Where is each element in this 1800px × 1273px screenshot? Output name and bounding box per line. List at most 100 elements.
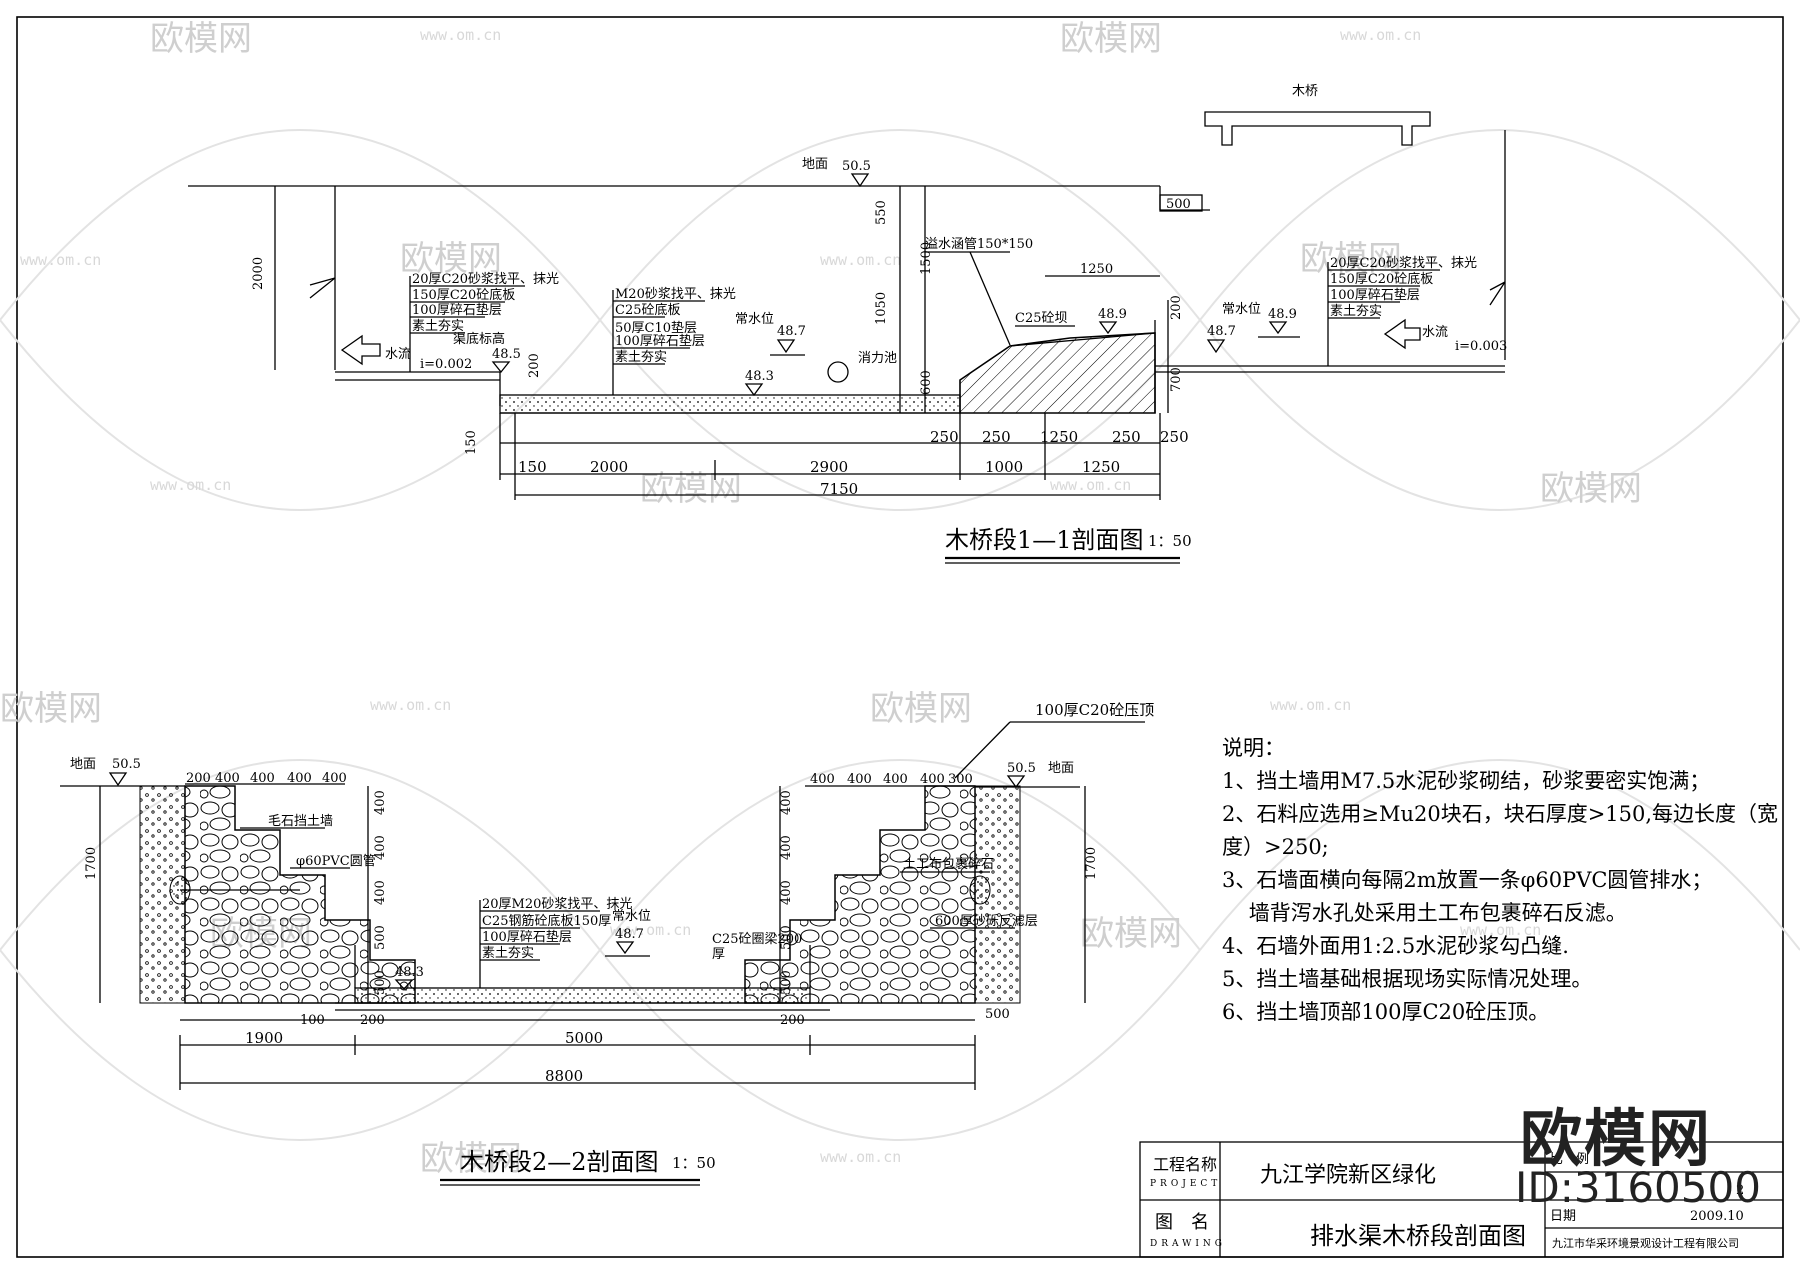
note-item: 墙背泻水孔处采用土工布包裹碎石反滤。 (1222, 901, 1627, 925)
svg-text:素土夯实: 素土夯实 (1330, 304, 1382, 319)
svg-text:400: 400 (373, 880, 388, 905)
svg-text:500: 500 (373, 970, 388, 995)
dim-150-v: 150 (464, 430, 479, 455)
project-label-en: PROJECT (1150, 1179, 1221, 1189)
svg-text:素土夯实: 素土夯实 (482, 946, 534, 961)
dim-1900: 1900 (245, 1029, 283, 1047)
svg-text:100厚碎石垫层: 100厚碎石垫层 (1330, 287, 1420, 303)
svg-text:150厚C20砼底板: 150厚C20砼底板 (412, 287, 515, 303)
dim-600: 600 (919, 370, 934, 395)
water-flow-left: 水流 (385, 347, 411, 362)
note-item: 度）>250; (1222, 835, 1329, 859)
svg-text:400: 400 (847, 772, 872, 787)
dim-500-label: 500 (1166, 197, 1191, 212)
svg-text:欧模网: 欧模网 (420, 1139, 522, 1179)
drawing-label-en: DRAWING (1150, 1239, 1226, 1249)
note-item: 2、石料应选用≥Mu20块石，块石厚度>150,每边长度（宽 (1222, 802, 1779, 826)
svg-text:250: 250 (1160, 428, 1189, 446)
bottom-dims: 100 200 200 500 (300, 1007, 1010, 1028)
svg-text:400: 400 (779, 790, 794, 815)
svg-text:500: 500 (779, 925, 794, 950)
dim-1050: 1050 (874, 292, 889, 325)
dim-700: 700 (1169, 367, 1184, 392)
section2-title: 木桥段2—2剖面图 (460, 1148, 659, 1176)
svg-text:100厚碎石垫层: 100厚碎石垫层 (615, 333, 705, 349)
svg-text:100: 100 (300, 1013, 325, 1028)
svg-text:www.om.cn: www.om.cn (1340, 26, 1421, 44)
spillway-label: 消力池 (858, 351, 897, 366)
svg-text:2000: 2000 (590, 458, 628, 476)
c25-dam-label: C25砼坝 (1015, 311, 1068, 326)
title-block: 工程名称 PROJECT 九江学院新区绿化 图 名 DRAWING 排水渠木桥段… (1139, 1141, 1784, 1258)
svg-text:50厚C10垫层: 50厚C10垫层 (615, 320, 697, 336)
svg-text:300: 300 (948, 772, 973, 787)
top-dims-left: 200 400 400 400 400 (186, 771, 347, 786)
date-label: 日期 (1550, 1209, 1576, 1224)
geotextile-label: 土工布包裹碎石 (903, 857, 994, 872)
svg-text:500: 500 (779, 970, 794, 995)
svg-text:200: 200 (780, 1013, 805, 1028)
svg-text:400: 400 (779, 880, 794, 905)
c25-beam-label: C25砼圈梁200 (712, 932, 802, 947)
ground-right: 地面 (1048, 761, 1074, 776)
layer-callout-left: 20厚C20砂浆找平、抹光 150厚C20砼底板 100厚碎石垫层 素土夯实 (409, 272, 559, 372)
svg-text:1250: 1250 (1040, 428, 1078, 446)
top-dims-right: 400 400 400 400 300 (810, 772, 973, 787)
dims-row-1: 250 250 1250 250 250 (930, 428, 1189, 446)
svg-text:2900: 2900 (810, 458, 848, 476)
section-1-drawing: 木桥 地面 50.5 500 2000 550 (188, 84, 1507, 564)
svg-text:250: 250 (1112, 428, 1141, 446)
normal-level-label: 常水位 (612, 909, 651, 924)
rubble-wall-label: 毛石挡土墙 (268, 814, 333, 829)
water-flow-right: 水流 (1422, 325, 1448, 340)
svg-text:400: 400 (810, 772, 835, 787)
svg-text:www.om.cn: www.om.cn (1460, 921, 1541, 939)
watermark-id: ID:3160500 (1515, 1163, 1761, 1212)
company-name: 九江市华采环境景观设计工程有限公司 (1552, 1236, 1739, 1250)
layer-callout-right: 20厚C20砂浆找平、抹光 150厚C20砼底板 100厚碎石垫层 素土夯实 (1327, 256, 1477, 366)
cap-label: 100厚C20砼压顶 (1035, 701, 1154, 719)
svg-text:400: 400 (883, 772, 908, 787)
dim-total-7150: 7150 (820, 480, 858, 498)
watermark-brand-large: 欧模网 (1520, 1102, 1713, 1175)
svg-text:欧模网: 欧模网 (1540, 469, 1642, 509)
svg-text:400: 400 (322, 771, 347, 786)
svg-text:www.om.cn: www.om.cn (420, 26, 501, 44)
drawing-name: 排水渠木桥段剖面图 (1310, 1222, 1526, 1250)
svg-text:20厚C20砂浆找平、抹光: 20厚C20砂浆找平、抹光 (1330, 256, 1477, 271)
svg-text:欧模网: 欧模网 (870, 689, 972, 729)
section-2-drawing: 100厚C20砼压顶 地面 50.5 50.5 地面 200 400 4 (60, 701, 1154, 1186)
svg-text:欧模网: 欧模网 (640, 469, 742, 509)
elev-489-b: 48.9 (1268, 307, 1297, 322)
svg-text:150: 150 (518, 458, 547, 476)
note-item: 1、挡土墙用M7.5水泥砂浆砌结，砂浆要密实饱满； (1222, 769, 1711, 793)
svg-text:欧模网: 欧模网 (1060, 19, 1162, 59)
sheet-no: 2 (1736, 1183, 1744, 1198)
svg-text:100厚碎石垫层: 100厚碎石垫层 (482, 929, 572, 945)
note-item: 5、挡土墙基础根据现场实际情况处理。 (1222, 967, 1593, 991)
elev-485: 48.5 (492, 347, 521, 362)
svg-text:400: 400 (920, 772, 945, 787)
elev-489-a: 48.9 (1098, 307, 1127, 322)
svg-text:1250: 1250 (1082, 458, 1120, 476)
dim-2000-v: 2000 (251, 257, 266, 290)
note-item: 6、挡土墙顶部100厚C20砼压顶。 (1222, 1000, 1550, 1024)
svg-text:500: 500 (373, 925, 388, 950)
slope-left: i=0.002 (420, 357, 472, 372)
ground-label: 地面 (802, 157, 828, 172)
svg-text:200: 200 (186, 771, 211, 786)
svg-text:250: 250 (982, 428, 1011, 446)
slope-right: i=0.003 (1455, 339, 1507, 354)
svg-text:500: 500 (985, 1007, 1010, 1022)
ground-elev: 50.5 (842, 159, 871, 174)
section1-title: 木桥段1—1剖面图 (945, 526, 1144, 554)
note-item: 3、石墙面横向每隔2m放置一条φ60PVC圆管排水； (1222, 868, 1713, 892)
svg-text:www.om.cn: www.om.cn (370, 696, 451, 714)
section2-scale: 1：50 (672, 1154, 716, 1172)
svg-text:400: 400 (250, 771, 275, 786)
dim-8800: 8800 (545, 1067, 583, 1085)
svg-text:200: 200 (360, 1013, 385, 1028)
project-name: 九江学院新区绿化 (1260, 1163, 1436, 1188)
svg-text:www.om.cn: www.om.cn (1050, 476, 1131, 494)
